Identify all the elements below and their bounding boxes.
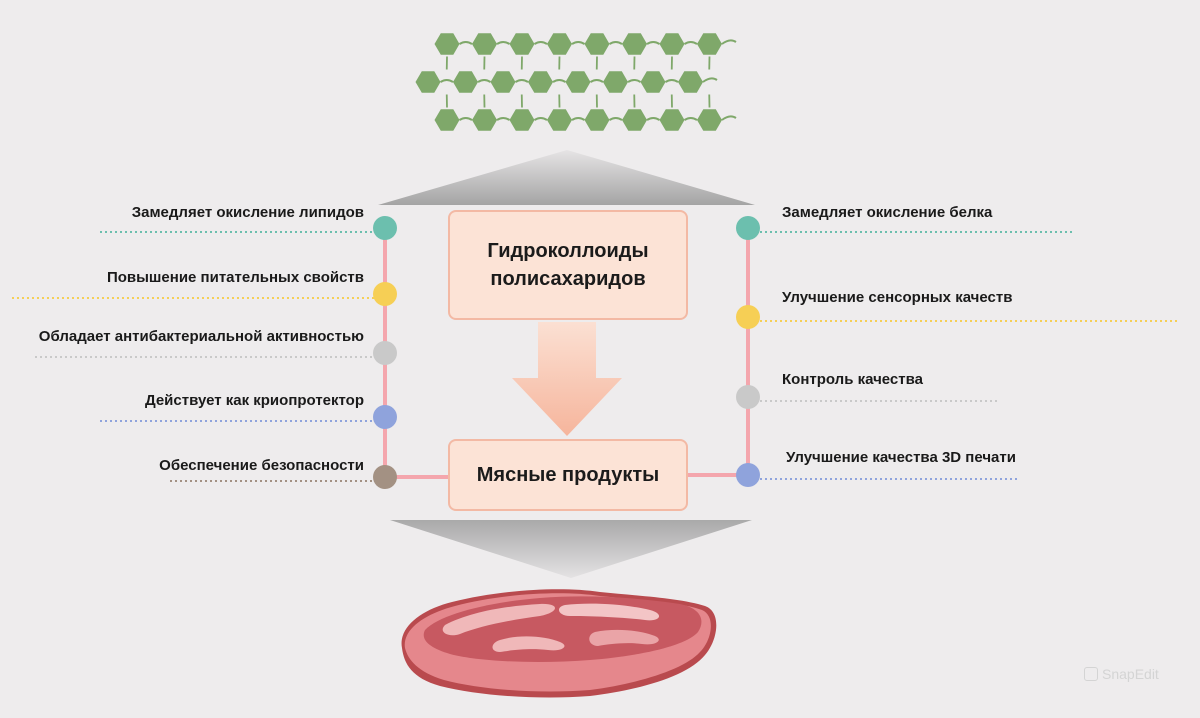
sugar-ring — [547, 109, 572, 131]
glycosidic-bond — [496, 117, 511, 121]
right-label-1: Замедляет окисление белка — [782, 204, 993, 221]
polysaccharide-chain-icon — [415, 33, 737, 131]
sugar-ring — [547, 33, 572, 55]
right-marker-4 — [736, 463, 760, 487]
glycosidic-bond — [683, 41, 698, 45]
sugar-ring — [659, 109, 685, 131]
left-label-5: Обеспечение безопасности — [159, 457, 364, 474]
right-marker-3 — [736, 385, 760, 409]
glycosidic-bond — [458, 117, 473, 121]
sugar-ring — [678, 71, 703, 93]
sugar-ring — [565, 71, 591, 93]
sugar-ring — [622, 109, 647, 131]
glycosidic-bond — [571, 117, 586, 121]
glycosidic-bond — [439, 79, 454, 83]
glycosidic-bond — [571, 41, 586, 45]
left-label-4: Действует как криопротектор — [144, 392, 364, 409]
dotted-leader-lines — [12, 231, 1180, 482]
sugar-ring — [472, 109, 497, 131]
right-marker-1 — [736, 216, 760, 240]
sugar-ring — [453, 71, 478, 93]
glycosidic-bond — [646, 117, 661, 121]
glycosidic-bond — [646, 41, 661, 45]
sugar-ring — [509, 109, 535, 131]
left-label-2: Повышение питательных свойств — [106, 269, 364, 286]
glycosidic-bond — [533, 41, 548, 45]
glycosidic-bond — [589, 79, 604, 83]
left-marker-1 — [373, 216, 397, 240]
glycosidic-bond — [721, 39, 737, 45]
sugar-ring — [603, 71, 628, 93]
watermark: SnapEdit — [1084, 666, 1159, 682]
sugar-ring — [584, 33, 610, 55]
sugar-ring — [697, 33, 722, 55]
sugar-ring — [622, 33, 647, 55]
glycosidic-bond — [514, 79, 529, 83]
glycosidic-bond — [683, 117, 698, 121]
left-label-1: Замедляет окисление липидов — [131, 204, 364, 221]
right-label-3: Контроль качества — [782, 371, 923, 388]
sugar-ring — [659, 33, 685, 55]
sugar-ring — [434, 33, 460, 55]
left-marker-3 — [373, 341, 397, 365]
glycosidic-bond — [608, 117, 623, 121]
glycosidic-bond — [721, 115, 737, 121]
sugar-ring — [509, 33, 535, 55]
left-label-3: Обладает антибактериальной активностью — [38, 328, 364, 345]
glycosidic-bond — [496, 41, 511, 45]
sugar-ring — [640, 71, 666, 93]
left-marker-5 — [373, 465, 397, 489]
funnel-top — [378, 150, 755, 205]
funnel-bottom — [390, 520, 752, 578]
meat-products-box-text: Мясные продукты — [476, 463, 660, 486]
sugar-ring — [697, 109, 722, 131]
left-marker-4 — [373, 405, 397, 429]
down-arrow — [512, 322, 622, 436]
sugar-ring — [490, 71, 516, 93]
glycosidic-bond — [627, 79, 642, 83]
meat-steak-icon — [401, 589, 717, 698]
meat-products-box: Мясные продукты — [448, 439, 688, 511]
glycosidic-bond — [477, 79, 492, 83]
sugar-ring — [434, 109, 460, 131]
sugar-ring — [472, 33, 497, 55]
sugar-ring — [584, 109, 610, 131]
watermark-text: SnapEdit — [1102, 666, 1159, 682]
glycosidic-bond — [702, 77, 718, 83]
glycosidic-bond — [664, 79, 679, 83]
sugar-ring — [528, 71, 553, 93]
right-label-2: Улучшение сенсорных качеств — [782, 289, 1013, 306]
item-markers — [373, 216, 760, 489]
sugar-ring — [415, 71, 441, 93]
right-label-4: Улучшение качества 3D печати — [786, 449, 1016, 466]
glycosidic-bond — [608, 41, 623, 45]
watermark-icon — [1084, 667, 1098, 681]
glycosidic-bond — [458, 41, 473, 45]
glycosidic-bond — [552, 79, 567, 83]
glycosidic-bond — [533, 117, 548, 121]
right-marker-2 — [736, 305, 760, 329]
left-marker-2 — [373, 282, 397, 306]
